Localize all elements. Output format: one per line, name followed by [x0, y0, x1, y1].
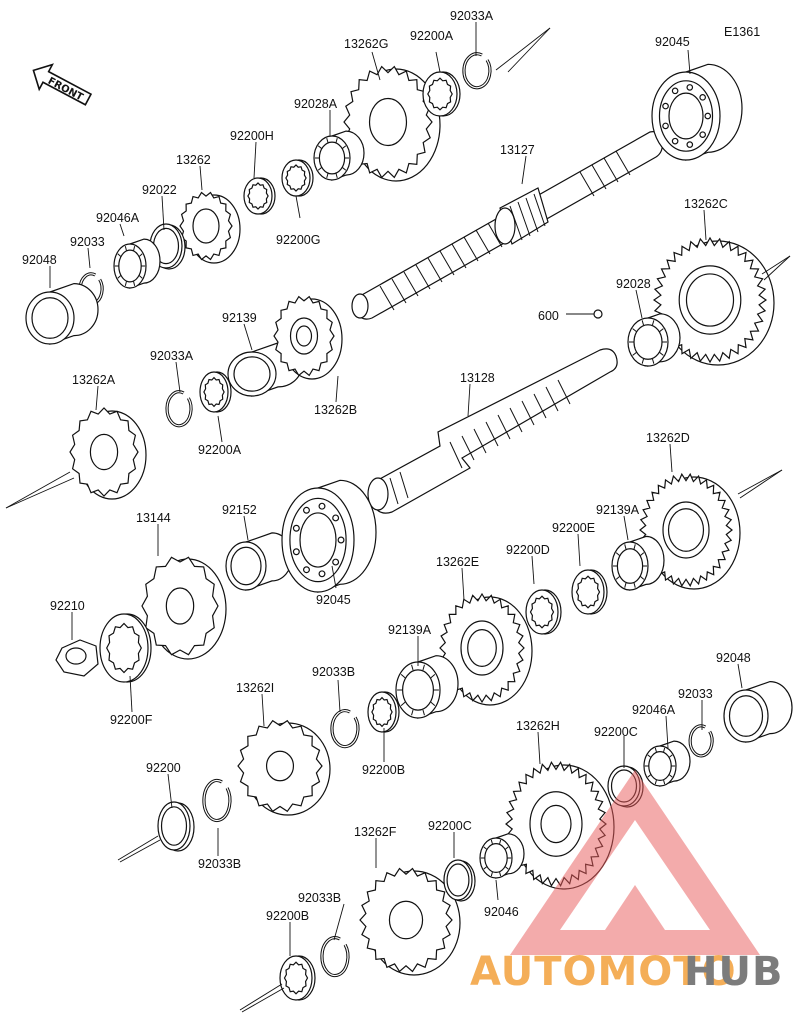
bearing-92045-mid — [281, 479, 377, 593]
bearing-92028 — [627, 313, 681, 367]
part-label-13262b: 13262B — [314, 403, 357, 417]
circlip-92033A-mid — [165, 390, 193, 428]
washer-92200B-bottom — [279, 955, 316, 1001]
part-label-92028a: 92028A — [294, 97, 338, 111]
gear-13262E — [439, 592, 533, 706]
washer-92200D — [525, 589, 562, 635]
part-label-92139: 92139 — [222, 311, 257, 325]
gear-13262I — [237, 719, 331, 816]
part-label-92022: 92022 — [142, 183, 177, 197]
watermark-brand-light: AUTOMOTO — [470, 949, 737, 995]
gear-13262G — [343, 65, 441, 182]
bearing-92045-top — [651, 63, 743, 161]
circlip-92033B-mid — [330, 709, 360, 749]
part-label-13262: 13262 — [176, 153, 211, 167]
part-label-13262h: 13262H — [516, 719, 560, 733]
part-label-600: 600 — [538, 309, 559, 323]
part-label-92033b_bottom: 92033B — [298, 891, 341, 905]
shaft-13127 — [351, 131, 663, 320]
part-label-92033b_low: 92033B — [198, 857, 241, 871]
part-label-92200e: 92200E — [552, 521, 595, 535]
leader-lines — [49, 22, 743, 956]
part-label-92033a_mid: 92033A — [150, 349, 194, 363]
part-label-92046a_left: 92046A — [96, 211, 140, 225]
front-arrow-icon: FRONT — [32, 63, 93, 106]
washer-92200A-top — [422, 71, 461, 117]
part-label-13262d: 13262D — [646, 431, 690, 445]
part-label-92033_right: 92033 — [678, 687, 713, 701]
part-label-92210: 92210 — [50, 599, 85, 613]
gear-13262 — [179, 191, 241, 264]
washer-92200G — [281, 159, 314, 197]
bushing-92152 — [225, 532, 293, 591]
part-label-92200c_low: 92200C — [428, 819, 472, 833]
part-label-92139a_right: 92139A — [596, 503, 640, 517]
diagram-code: E1361 — [724, 25, 760, 39]
part-label-13128: 13128 — [460, 371, 495, 385]
part-label-92200a_mid: 92200A — [198, 443, 242, 457]
watermark-triangle — [510, 770, 760, 955]
axis-lines — [5, 27, 791, 1013]
circlip-92033-right — [688, 724, 714, 758]
lock-washer-92200F — [99, 613, 152, 683]
part-label-92200g: 92200G — [276, 233, 320, 247]
part-label-92200d: 92200D — [506, 543, 550, 557]
part-label-13262g: 13262G — [344, 37, 388, 51]
gear-13262F — [359, 867, 461, 976]
needle-bearing-92046A-right — [643, 740, 691, 787]
part-label-92046a_right: 92046A — [632, 703, 676, 717]
automotohub-watermark-logo: AUTOMOTO HUB — [470, 770, 783, 995]
part-label-92200f: 92200F — [110, 713, 153, 727]
part-label-92045_top: 92045 — [655, 35, 690, 49]
part-label-92033_left: 92033 — [70, 235, 105, 249]
part-label-92048_right: 92048 — [716, 651, 751, 665]
washer-92200 — [157, 801, 195, 852]
collar-92048-right — [723, 680, 793, 743]
needle-bearing-92028A — [313, 130, 365, 181]
washer-92200B-mid — [367, 691, 400, 733]
part-label-92139a_mid: 92139A — [388, 623, 432, 637]
sprocket-13144 — [141, 556, 227, 660]
part-labels: 13262G 92200A 92033A 92045 92028A 92200H 13262… — [22, 9, 751, 923]
gear-13262B — [273, 295, 343, 380]
gear-13262A — [69, 407, 147, 500]
part-label-92028: 92028 — [616, 277, 651, 291]
collar-92048-left — [25, 282, 99, 345]
needle-bearing-92046A-left — [113, 238, 161, 289]
washer-92200E — [571, 569, 608, 615]
part-label-92200: 92200 — [146, 761, 181, 775]
watermark-brand-dark: HUB — [684, 949, 783, 995]
circlip-92033B-bottom — [320, 935, 350, 978]
part-label-13262c: 13262C — [684, 197, 728, 211]
part-label-92152: 92152 — [222, 503, 257, 517]
part-label-92033a_top: 92033A — [450, 9, 494, 23]
part-label-92200b_bottom: 92200B — [266, 909, 309, 923]
circlip-92033B-low — [202, 778, 232, 823]
part-label-13262a: 13262A — [72, 373, 116, 387]
circlip-92033A-top — [462, 52, 492, 90]
part-label-13262i: 13262I — [236, 681, 274, 695]
washer-92200H — [243, 177, 276, 215]
part-label-92045_mid: 92045 — [316, 593, 351, 607]
part-label-13262e: 13262E — [436, 555, 479, 569]
part-label-92200h: 92200H — [230, 129, 274, 143]
part-label-92200c_right: 92200C — [594, 725, 638, 739]
part-label-92200b_mid: 92200B — [362, 763, 405, 777]
part-label-13144: 13144 — [136, 511, 171, 525]
needle-bearing-92139A-right — [611, 535, 665, 591]
shaft-13128 — [367, 348, 618, 514]
part-label-13127: 13127 — [500, 143, 535, 157]
needle-bearing-92139A-mid — [395, 655, 459, 719]
part-label-13262f: 13262F — [354, 825, 397, 839]
washer-92200A-mid — [199, 371, 232, 413]
part-label-92048_left: 92048 — [22, 253, 57, 267]
washer-92200C-low — [443, 859, 476, 902]
needle-bearing-92046 — [479, 833, 525, 879]
pin-600 — [593, 309, 603, 319]
gear-13262C — [652, 236, 775, 366]
part-label-92200a_top: 92200A — [410, 29, 454, 43]
part-label-92046: 92046 — [484, 905, 519, 919]
part-label-92033b_mid: 92033B — [312, 665, 355, 679]
